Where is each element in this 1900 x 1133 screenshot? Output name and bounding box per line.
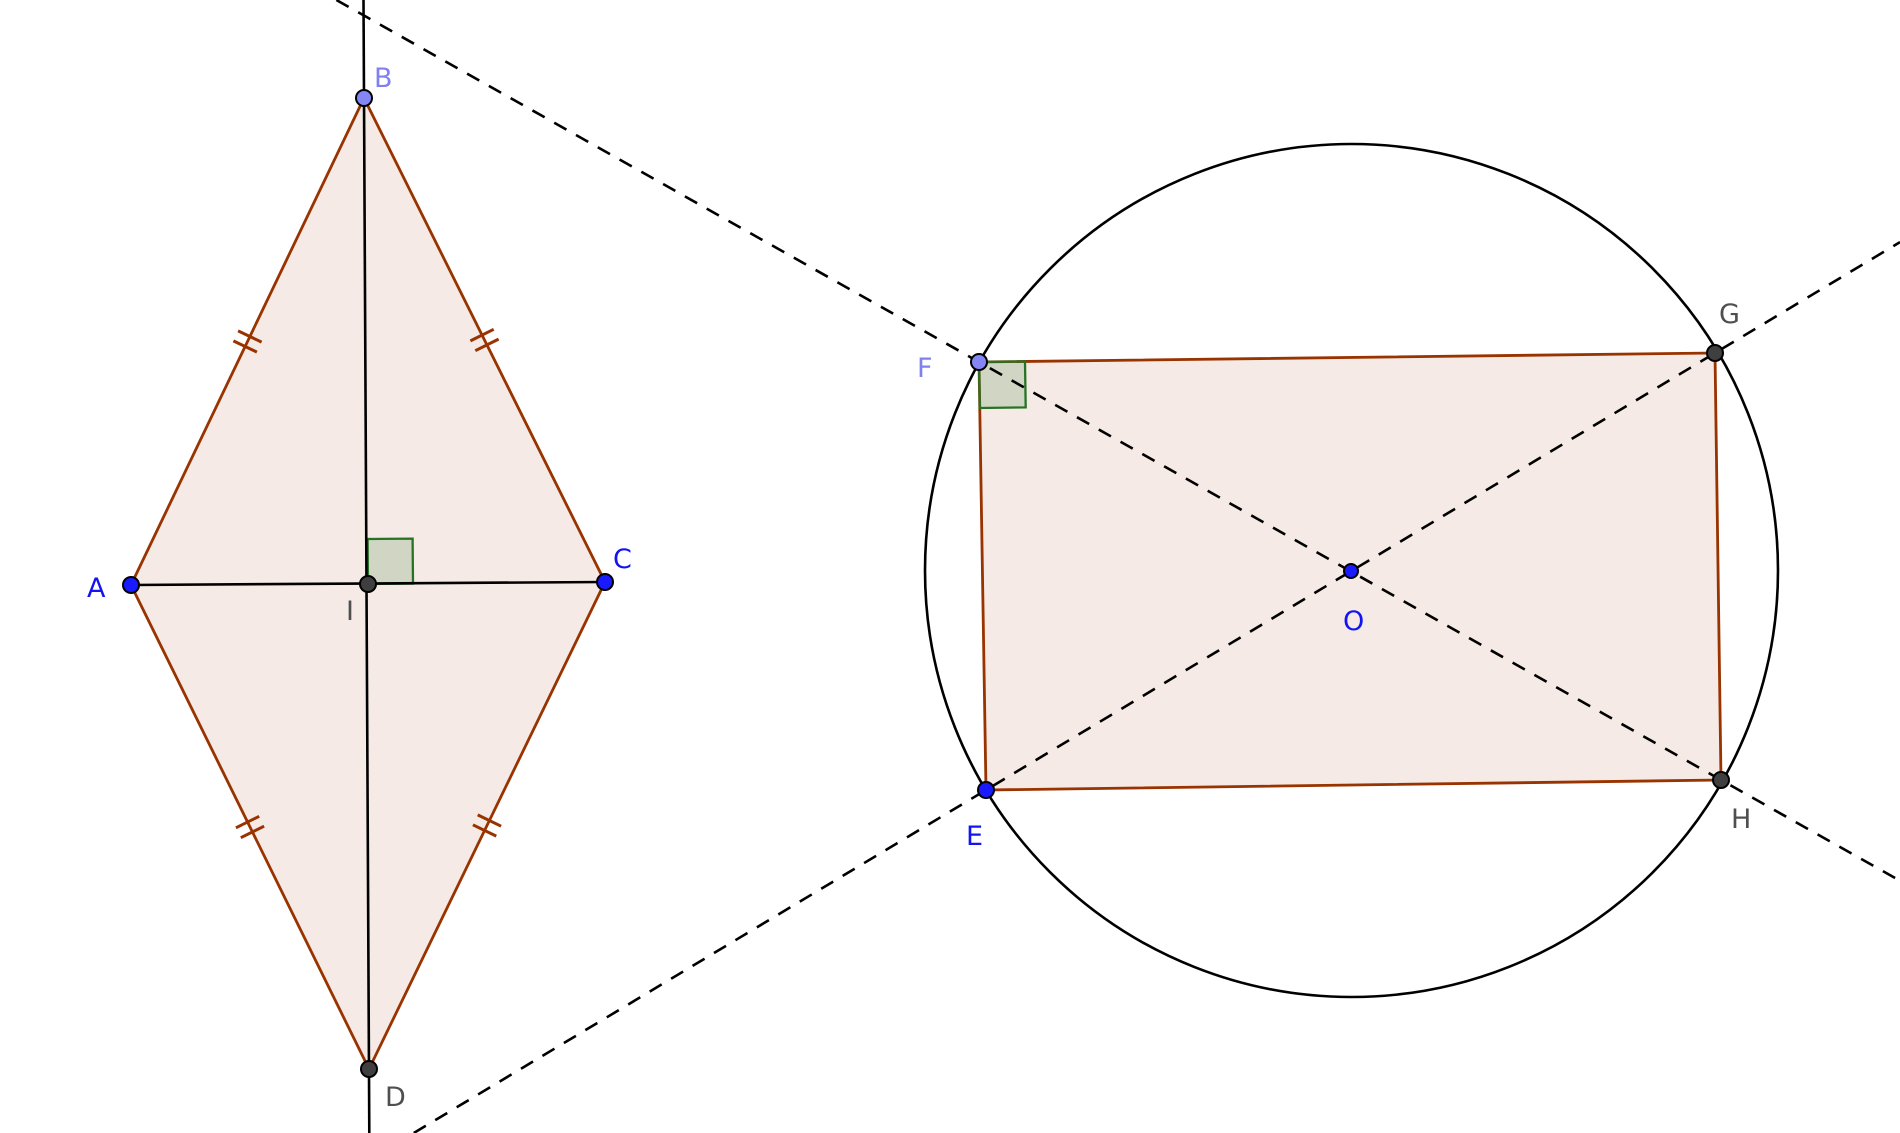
tick-mark-BC-2	[474, 337, 500, 353]
label-O: O	[1343, 606, 1364, 637]
label-I: I	[346, 596, 354, 627]
point-D[interactable]	[360, 1060, 378, 1078]
point-O[interactable]	[1343, 563, 1359, 579]
right-angle-marker-I	[366, 537, 415, 586]
tick-mark-AD-2	[240, 824, 265, 840]
point-E[interactable]	[977, 781, 995, 799]
label-C: C	[613, 544, 632, 575]
label-H: H	[1731, 804, 1751, 835]
label-E: E	[966, 821, 983, 852]
tick-mark-AB-2	[237, 329, 263, 344]
tick-mark-DC-1	[472, 823, 497, 838]
label-B: B	[374, 63, 393, 94]
point-F[interactable]	[970, 353, 988, 371]
tick-mark-BC-1	[469, 327, 495, 343]
tick-mark-AB-1	[232, 339, 258, 354]
point-A[interactable]	[122, 576, 140, 594]
label-A: A	[87, 573, 106, 604]
line-EG-dashed[interactable]	[413, 240, 1900, 1133]
tick-mark-AD-1	[235, 814, 260, 830]
line-BD[interactable]	[362, 0, 371, 1133]
label-F: F	[917, 353, 933, 384]
label-G: G	[1719, 299, 1740, 330]
point-I[interactable]	[359, 575, 377, 593]
right-angle-marker-F	[977, 360, 1027, 410]
label-D: D	[385, 1082, 406, 1113]
point-H[interactable]	[1712, 771, 1730, 789]
tick-mark-DC-2	[477, 813, 502, 828]
point-B[interactable]	[355, 89, 373, 107]
point-C[interactable]	[596, 573, 614, 591]
circle-O[interactable]	[923, 142, 1780, 999]
point-G[interactable]	[1706, 344, 1724, 362]
